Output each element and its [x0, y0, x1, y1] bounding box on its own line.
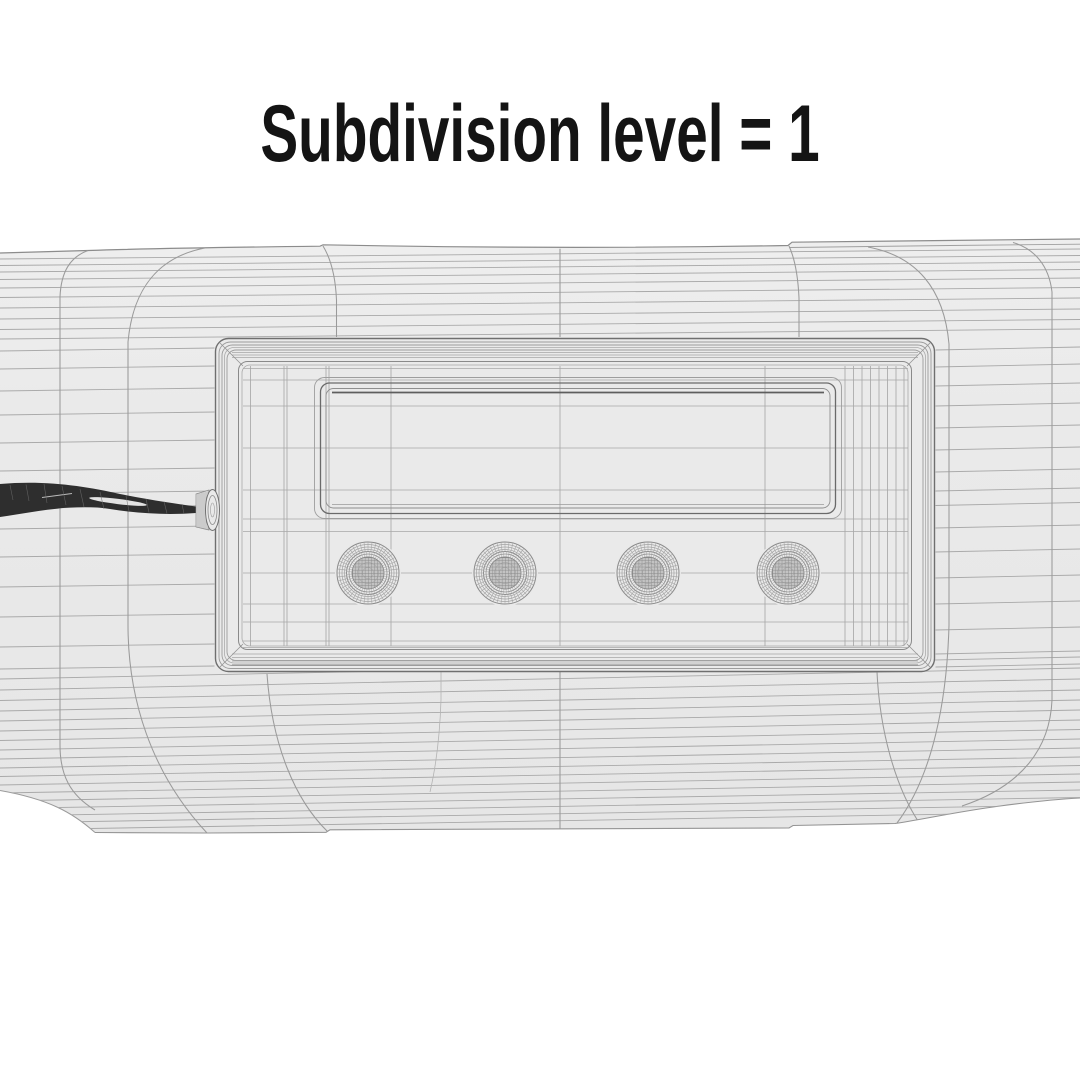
- knob: [335, 540, 401, 606]
- device-body: [0, 238, 1080, 834]
- knob-row: [335, 540, 821, 606]
- svg-text:Subdivision level = 1: Subdivision level = 1: [260, 88, 819, 178]
- power-cord: [0, 482, 220, 531]
- body-contour-lines: [0, 238, 1080, 834]
- panel-bevel-lines: [218, 341, 932, 669]
- knob: [755, 540, 821, 606]
- cord-grommet: [195, 489, 220, 531]
- display-window: [314, 377, 842, 519]
- cord-twist-highlight: [89, 497, 147, 506]
- knob: [472, 540, 538, 606]
- knob: [615, 540, 681, 606]
- page-title: Subdivision level = 1: [260, 88, 819, 178]
- panel-face-edge: [238, 361, 912, 650]
- display-window-frame: [319, 382, 837, 515]
- cord-strand-ticks: [9, 483, 185, 514]
- front-panel: [214, 337, 936, 673]
